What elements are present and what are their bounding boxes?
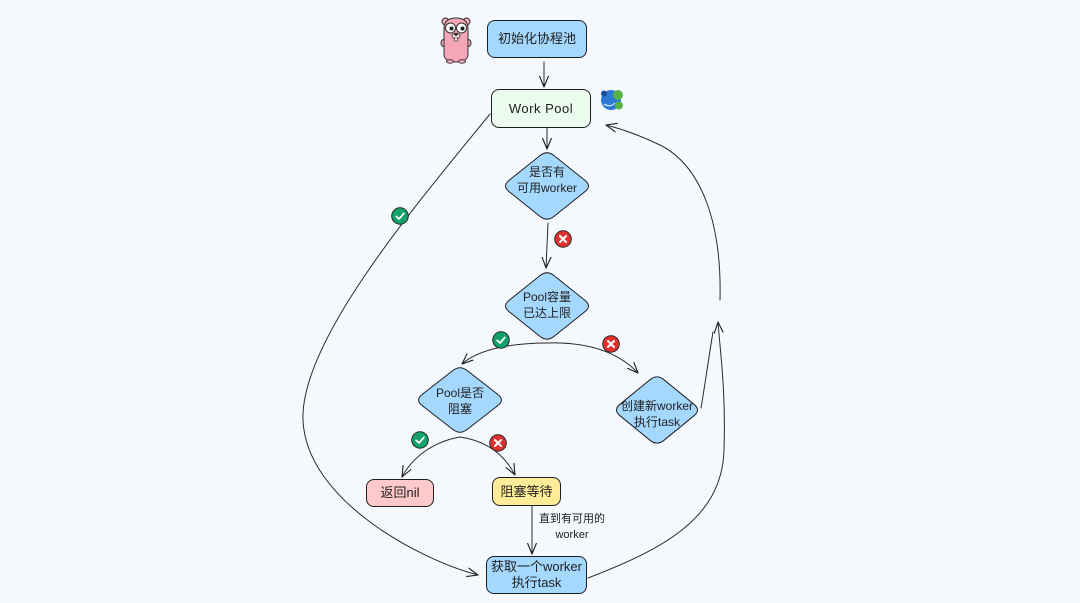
init-pool-node: 初始化协程池 (487, 20, 587, 58)
has-worker-line-1: 是否有 (528, 165, 565, 179)
edge-create-worker-loop-up (700, 331, 714, 409)
work-pool-label: Work Pool (508, 100, 574, 116)
edge-loop-back-to-workpool (606, 125, 721, 301)
wait-until-line-2: worker (555, 529, 589, 541)
pool-blocking-label: Pool是否 阻塞 (410, 383, 510, 419)
return-nil-label: 返回nil (380, 485, 420, 500)
capacity-full-line-2: 已达上限 (522, 306, 571, 320)
get-worker-node: 获取一个worker 执行task (486, 556, 587, 594)
get-worker-line-2: 执行task (511, 575, 562, 590)
pool-blocking-line-1: Pool是否 (435, 386, 485, 400)
edge-has-worker-no-to-capacity (546, 222, 548, 268)
ants-logo-icon (598, 86, 626, 114)
return-nil-node: 返回nil (366, 479, 434, 507)
create-worker-label: 创建新worker 执行task (607, 396, 707, 432)
edge-capacity-no-to-create (547, 342, 638, 373)
get-worker-line-1: 获取一个worker (490, 559, 582, 574)
pool-blocking-line-2: 阻塞 (447, 402, 472, 416)
cross-icon (602, 335, 620, 353)
init-pool-label: 初始化协程池 (497, 31, 576, 46)
has-worker-line-2: 可用worker (516, 181, 577, 195)
create-worker-line-1: 创建新worker (620, 399, 693, 413)
block-wait-label: 阻塞等待 (500, 483, 553, 499)
check-icon (391, 207, 409, 225)
gopher-icon (439, 14, 473, 64)
has-worker-label: 是否有 可用worker (497, 162, 597, 198)
decision-capacity-full-shape (505, 272, 589, 340)
edge-get-worker-loop-up (587, 322, 725, 579)
cross-icon (554, 230, 572, 248)
create-worker-line-2: 执行task (633, 415, 680, 429)
edge-workpool-yes-to-get-worker (302, 113, 491, 575)
cross-icon (489, 434, 507, 452)
check-icon (492, 331, 510, 349)
process-create-worker-shape (615, 376, 699, 444)
capacity-full-line-1: Pool容量 (522, 290, 572, 304)
block-wait-node: 阻塞等待 (492, 477, 561, 506)
edge-blocking-yes-to-return-nil (402, 436, 461, 477)
work-pool-node: Work Pool (491, 89, 591, 128)
capacity-full-label: Pool容量 已达上限 (497, 287, 597, 323)
wait-until-line-1: 直到有可用的 (539, 513, 605, 525)
decision-has-worker-shape (505, 152, 589, 220)
decision-pool-blocking-shape (418, 367, 502, 433)
wait-until-worker-edge-label: 直到有可用的 worker (530, 511, 614, 543)
check-icon (411, 431, 429, 449)
